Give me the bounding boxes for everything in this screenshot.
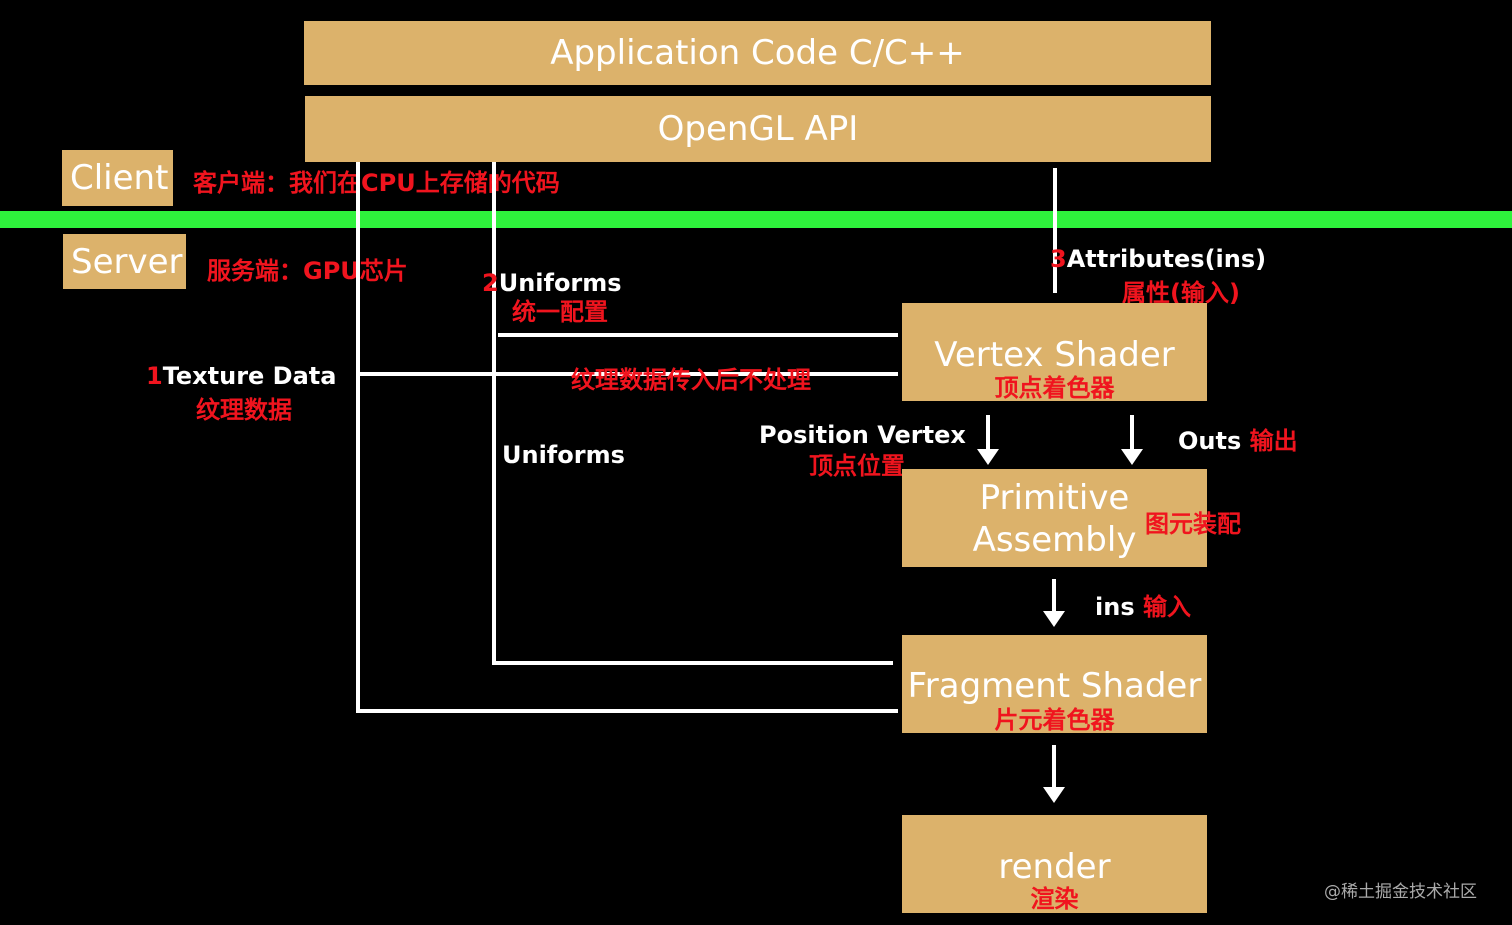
uniforms-to-vertex-line bbox=[498, 333, 898, 337]
texture-vertical-line bbox=[356, 162, 360, 713]
client-label: Client bbox=[62, 150, 173, 206]
texture-to-vertex-line bbox=[358, 372, 898, 376]
texture-data-label: 1Texture Data bbox=[146, 362, 336, 390]
primitive-assembly-line1: Primitive bbox=[979, 478, 1130, 518]
uniforms-text: Uniforms bbox=[498, 269, 622, 297]
outs-cn: 输出 bbox=[1249, 427, 1298, 455]
client-description: 客户端：我们在CPU上存储的代码 bbox=[193, 169, 560, 197]
client-server-separator bbox=[0, 211, 1512, 228]
position-arrow bbox=[977, 415, 999, 465]
application-code-box: Application Code C/C++ bbox=[304, 21, 1211, 85]
opengl-api-box: OpenGL API bbox=[305, 96, 1211, 162]
fragment-shader-title: Fragment Shader bbox=[907, 666, 1202, 706]
uniforms-label: 2Uniforms bbox=[482, 269, 622, 297]
uniforms-vertical-line bbox=[492, 162, 496, 665]
attributes-number: 3 bbox=[1050, 245, 1067, 273]
server-description: 服务端：GPU芯片 bbox=[207, 257, 408, 285]
primitive-assembly-line2: Assembly bbox=[972, 520, 1137, 560]
outs-label: Outs 输出 bbox=[1178, 421, 1298, 456]
outs-arrow bbox=[1121, 415, 1143, 465]
fragment-shader-box: Fragment Shader 片元着色器 bbox=[902, 635, 1207, 733]
texture-text: Texture Data bbox=[162, 362, 337, 390]
server-label: Server bbox=[63, 234, 186, 289]
texture-number: 1 bbox=[146, 362, 163, 390]
primitive-assembly-cn: 图元装配 bbox=[1145, 510, 1241, 538]
position-vertex-cn: 顶点位置 bbox=[809, 452, 905, 480]
render-subtitle: 渲染 bbox=[1030, 885, 1079, 913]
watermark: @稀土掘金技术社区 bbox=[1324, 882, 1477, 902]
texture-to-fragment-line bbox=[358, 709, 898, 713]
uniforms-number: 2 bbox=[482, 269, 499, 297]
attributes-label: 3Attributes(ins) bbox=[1050, 245, 1266, 273]
ins-label: ins 输入 bbox=[1095, 587, 1191, 622]
attributes-text: Attributes(ins) bbox=[1066, 245, 1267, 273]
ins-arrow bbox=[1043, 579, 1065, 627]
uniforms-cn: 统一配置 bbox=[512, 298, 608, 326]
vertex-shader-box: Vertex Shader 顶点着色器 bbox=[902, 303, 1207, 401]
attributes-line bbox=[1053, 168, 1057, 293]
texture-data-cn: 纹理数据 bbox=[196, 396, 292, 424]
outs-text: Outs bbox=[1178, 427, 1242, 455]
uniforms-label-2: Uniforms bbox=[502, 441, 625, 469]
render-arrow bbox=[1043, 745, 1065, 803]
uniforms-to-fragment-line bbox=[494, 661, 893, 665]
vertex-shader-subtitle: 顶点着色器 bbox=[994, 374, 1115, 402]
ins-cn: 输入 bbox=[1142, 593, 1191, 621]
attributes-cn: 属性(输入) bbox=[1122, 279, 1240, 307]
render-title: render bbox=[998, 847, 1111, 887]
texture-note: 纹理数据传入后不处理 bbox=[571, 366, 811, 394]
vertex-shader-title: Vertex Shader bbox=[934, 335, 1175, 375]
render-box: render 渲染 bbox=[902, 815, 1207, 913]
fragment-shader-subtitle: 片元着色器 bbox=[994, 706, 1115, 734]
position-vertex-label: Position Vertex bbox=[759, 421, 966, 449]
primitive-assembly-box: Primitive Assembly bbox=[902, 469, 1207, 567]
ins-text: ins bbox=[1095, 593, 1135, 621]
